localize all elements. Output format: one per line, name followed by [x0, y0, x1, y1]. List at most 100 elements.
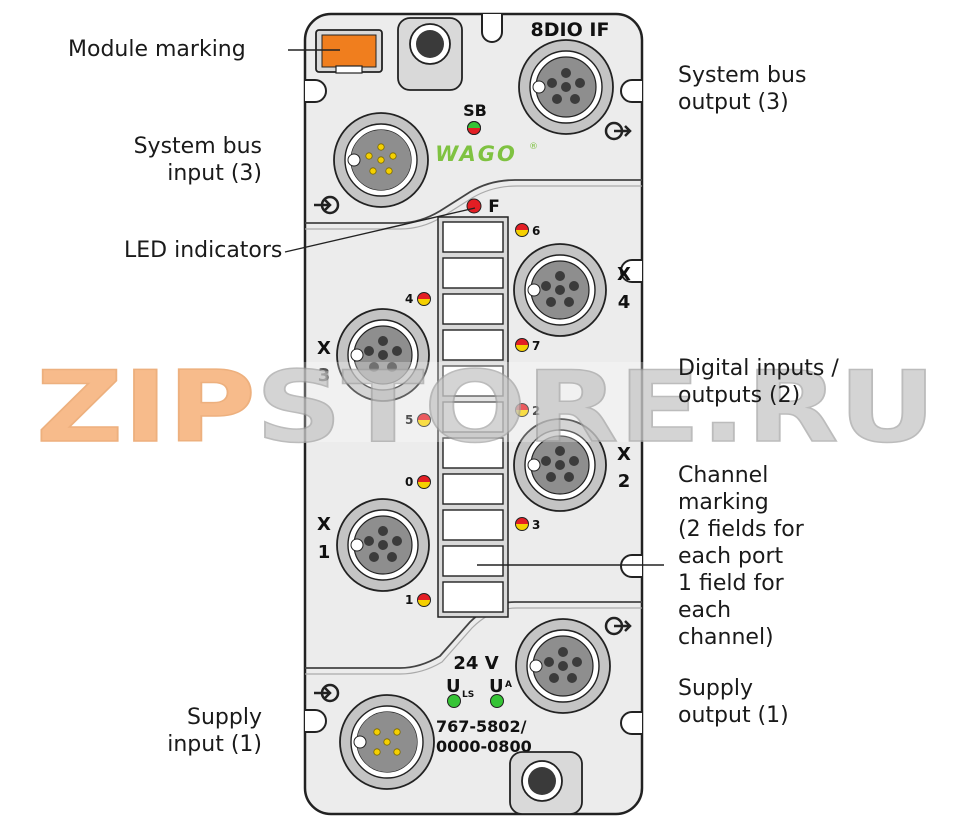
marking-field: [442, 545, 504, 577]
article-number-line2: 0000-0800: [436, 737, 532, 756]
port-x1-label-number: 1: [318, 542, 331, 563]
callout-line: outputs (2): [678, 383, 801, 408]
channel-6-number: 6: [532, 224, 540, 238]
u-ls-subscript: LS: [462, 690, 474, 700]
port-x2-connector: [513, 418, 607, 512]
callout-line: LED indicators: [124, 238, 283, 263]
marking-field: [442, 221, 504, 253]
port-x2-label-number: 2: [618, 471, 631, 492]
marking-field: [442, 473, 504, 505]
marking-field: [442, 437, 504, 469]
port-x4-label-number: 4: [618, 292, 631, 313]
marking-field: [442, 365, 504, 397]
channel-leds: [417, 223, 529, 607]
sb-label: SB: [463, 101, 487, 120]
marking-field: [442, 581, 504, 613]
channel-led-c6: [515, 223, 529, 237]
bus-output-arrow-icon: [604, 121, 632, 141]
system-bus-output-connector: [518, 39, 614, 135]
port-x3-connector: [336, 308, 430, 402]
channel-5-number: 5: [405, 413, 413, 427]
fault-led: [466, 198, 482, 214]
callout-line: Module marking: [68, 37, 246, 62]
bottom-screw: [509, 751, 583, 815]
supply-output-arrow-icon: [604, 616, 632, 636]
top-screw: [397, 17, 463, 91]
system-bus-input-connector: [333, 112, 429, 208]
port-x3-label-number: 3: [318, 365, 331, 386]
channel-led-c2: [515, 403, 529, 417]
leader-lines: [284, 49, 664, 566]
wago-logo: WAGO ®: [435, 142, 538, 166]
callout-line: output (3): [678, 90, 789, 115]
channel-led-c0: [417, 475, 431, 489]
callout-line: Channel: [678, 463, 769, 488]
port-x3-label-letter: X: [317, 338, 331, 359]
marking-field: [442, 257, 504, 289]
channel-3-number: 3: [532, 518, 540, 532]
callout-line: 1 field for: [678, 571, 784, 596]
callout-led-indicators: LED indicators: [124, 237, 282, 264]
callout-line: (2 fields for: [678, 517, 804, 542]
supply-voltage: 24 V: [453, 653, 498, 674]
channel-7-number: 7: [532, 339, 540, 353]
channel-led-c7: [515, 338, 529, 352]
module-name: 8DIO IF: [531, 19, 610, 41]
callout-line: each: [678, 598, 732, 623]
u-ls-label: U: [446, 676, 461, 697]
module-marking-tab: [315, 29, 383, 74]
u-a-led: [490, 694, 504, 708]
callout-line: System bus: [678, 63, 807, 88]
callout-line: Digital inputs /: [678, 356, 839, 381]
callout-line: input (3): [167, 161, 262, 186]
channel-marking-strip: [437, 216, 509, 618]
callout-line: Supply: [678, 676, 753, 701]
port-x4-connector: [513, 243, 607, 337]
channel-led-c3: [515, 517, 529, 531]
callout-module-marking: Module marking: [68, 36, 246, 63]
channel-0-number: 0: [405, 475, 413, 489]
marking-field: [442, 509, 504, 541]
marking-field: [442, 293, 504, 325]
port-x1-connector: [336, 498, 430, 592]
callout-line: input (1): [167, 732, 262, 757]
svg-text:®: ®: [529, 142, 538, 152]
callout-line: Supply: [187, 705, 262, 730]
channel-led-c1: [417, 593, 431, 607]
callout-line: System bus: [133, 134, 262, 159]
callout-line: marking: [678, 490, 769, 515]
channel-2-number: 2: [532, 404, 540, 418]
supply-output-connector: [515, 618, 611, 714]
supply-input-arrow-icon: [314, 683, 340, 703]
marking-field: [442, 401, 504, 433]
port-x1-label-letter: X: [317, 514, 331, 535]
callout-line: output (1): [678, 703, 789, 728]
u-a-subscript: A: [505, 680, 512, 690]
u-a-label: U: [489, 676, 504, 697]
connectors: [333, 39, 614, 790]
marking-field: [442, 329, 504, 361]
channel-1-number: 1: [405, 593, 413, 607]
u-ls-led: [447, 694, 461, 708]
port-x4-label-letter: X: [617, 264, 631, 285]
port-x2-label-letter: X: [617, 444, 631, 465]
channel-led-c4: [417, 292, 431, 306]
svg-text:WAGO: WAGO: [435, 142, 517, 166]
channel-led-c5: [417, 413, 431, 427]
callout-digital-io: Digital inputs /outputs (2): [678, 355, 839, 409]
callout-line: channel): [678, 625, 774, 650]
callout-line: each port: [678, 544, 784, 569]
article-number-line1: 767-5802/: [436, 717, 527, 736]
bus-input-arrow-icon: [314, 195, 340, 215]
supply-input-connector: [339, 694, 435, 790]
channel-4-number: 4: [405, 292, 413, 306]
fault-label: F: [488, 197, 500, 217]
